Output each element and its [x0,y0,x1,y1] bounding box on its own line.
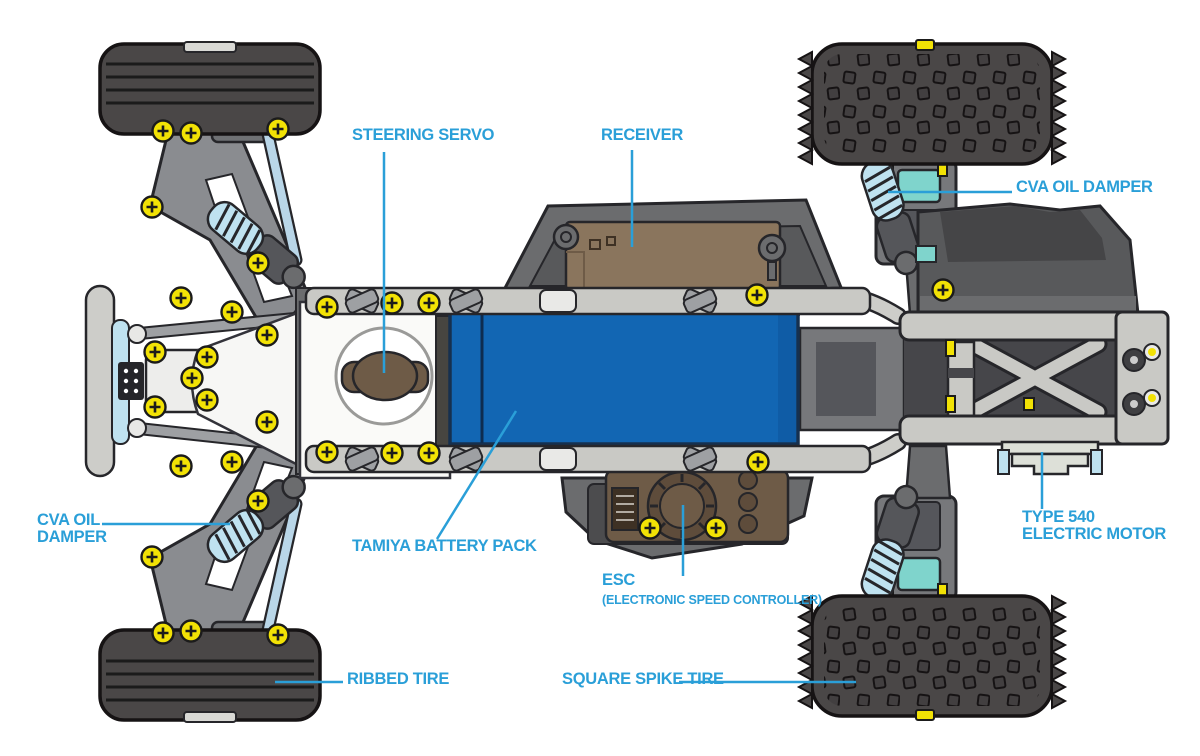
leader-lines [102,150,1044,684]
front-wheel-assembly-lower [100,427,321,722]
leader-battery [435,410,518,540]
label-cva-oil-damper-left: CVA OIL DAMPER [37,512,107,546]
label-esc-title: ESC [602,571,636,589]
battery-pack [448,310,800,446]
label-esc-subtitle: (ELECTRONIC SPEED CONTROLLER) [602,593,822,607]
label-square-spike-tire: SQUARE SPIKE TIRE [562,670,724,688]
label-esc: ESC (ELECTRONIC SPEED CONTROLLER) [602,572,822,609]
electric-motor [997,440,1103,476]
receiver-box [564,220,782,292]
receiver-deck [501,198,845,292]
steering-tie-rod [263,129,301,265]
rear-wheel-assembly-lower [799,446,1065,720]
label-tamiya-battery-pack: TAMIYA BATTERY PACK [352,537,537,555]
rear-gearbox [915,202,1140,316]
motor-mount-frame [898,310,1170,446]
label-cva-oil-damper-left-line2: DAMPER [37,528,107,546]
hub-teal-accent [896,168,942,204]
esc-unit [560,468,814,560]
chassis-side-rails [304,286,872,474]
label-cva-oil-damper-right: CVA OIL DAMPER [1016,178,1153,196]
label-motor-line2: ELECTRIC MOTOR [1022,525,1166,543]
label-cva-oil-damper-left-line1: CVA OIL [37,511,100,529]
label-type-540-electric-motor: TYPE 540 ELECTRIC MOTOR [1022,509,1166,543]
label-ribbed-tire: RIBBED TIRE [347,670,450,688]
label-steering-servo: STEERING SERVO [352,126,495,144]
front-wheel-assembly [98,41,323,339]
label-receiver: RECEIVER [601,126,683,144]
front-bumper [84,284,144,478]
label-motor-line1: TYPE 540 [1022,508,1095,526]
